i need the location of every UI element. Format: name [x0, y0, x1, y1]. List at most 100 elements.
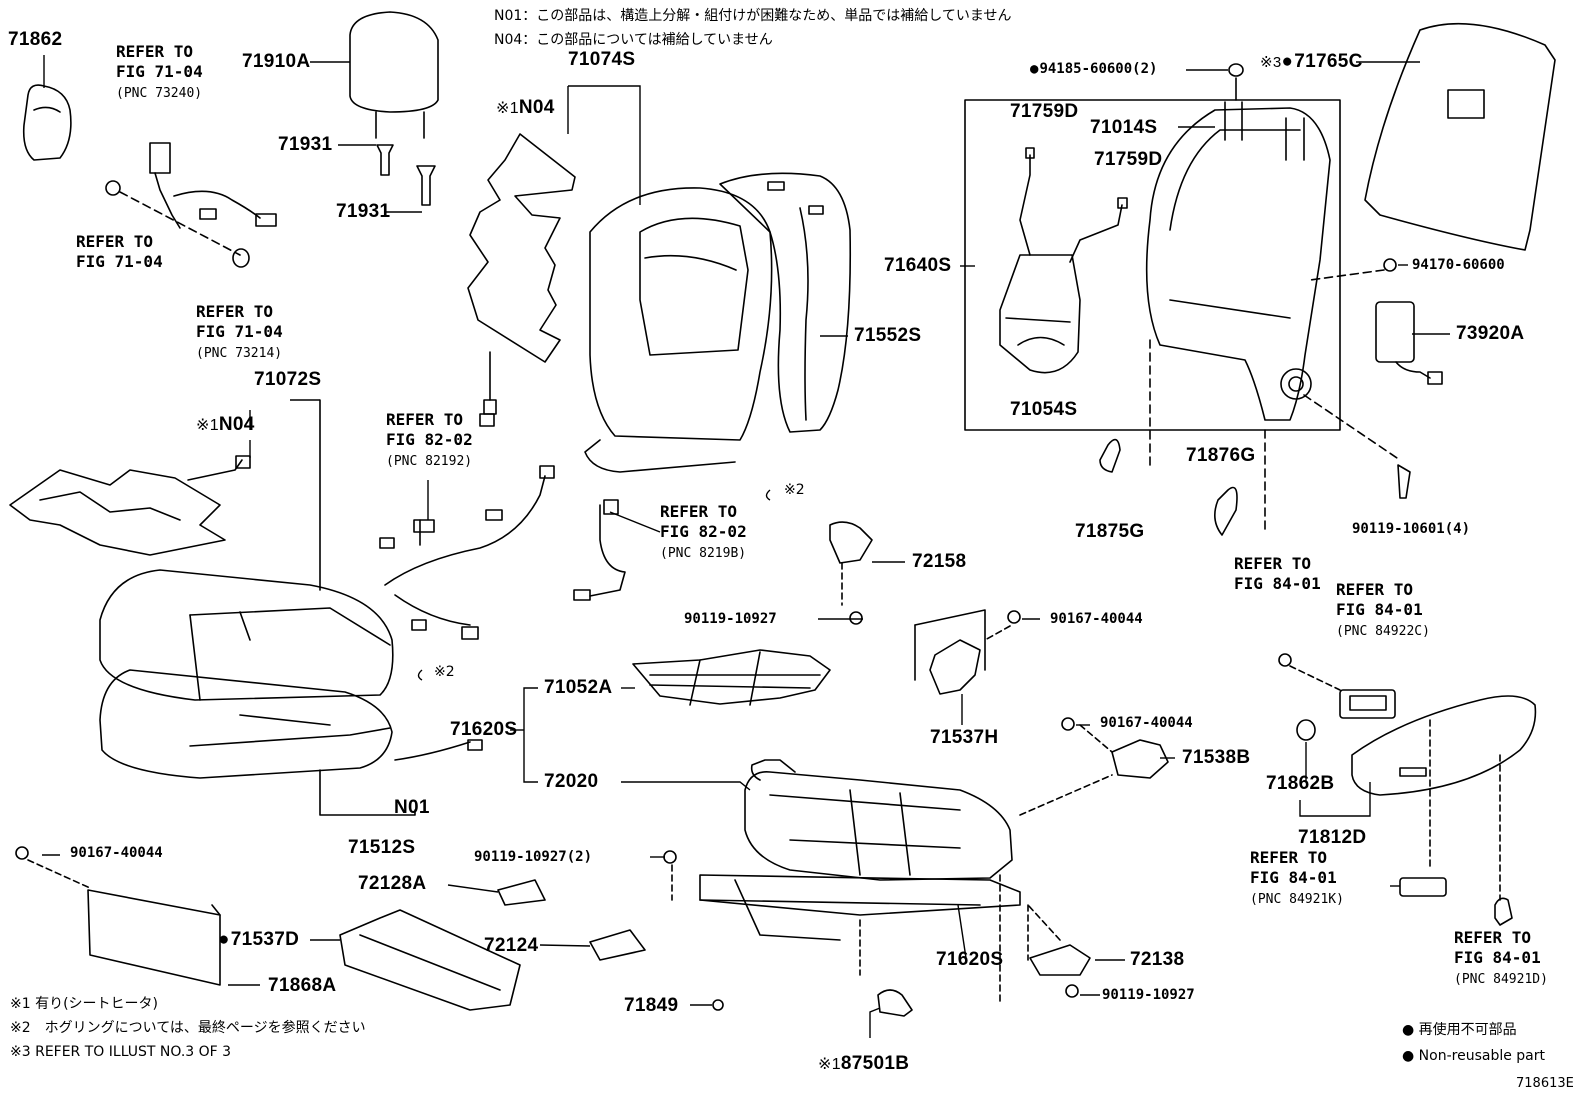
part-71052A-spring — [632, 649, 831, 705]
part-label-71862[interactable]: 71862 — [8, 29, 63, 50]
part-71812D-side-shield — [1351, 695, 1537, 796]
part-label-71931-upper[interactable]: 71931 — [278, 134, 333, 155]
part-71765C-back-board — [1364, 22, 1556, 251]
part-label-71868A[interactable]: 71868A — [268, 975, 337, 996]
part-71931-guide-upper — [376, 144, 394, 176]
part-label-94170-60600[interactable]: 94170-60600 — [1412, 257, 1505, 273]
part-label-72124[interactable]: 72124 — [484, 935, 539, 956]
part-label-72138[interactable]: 72138 — [1130, 949, 1185, 970]
legend-item-ja: ● 再使用不可部品 — [1402, 1022, 1517, 1038]
part-label-71765C[interactable]: ※371765C — [1260, 51, 1363, 73]
note-n04: N04：この部品については補給していません — [494, 32, 773, 48]
part-label-71552S[interactable]: 71552S — [854, 325, 922, 346]
part-label-71910A[interactable]: 71910A — [242, 51, 311, 72]
note-n01: N01：この部品は、構造上分解・組付けが困難なため、単品では補給していません — [494, 8, 1012, 24]
part-label-71620S-a[interactable]: 71620S — [450, 719, 518, 740]
part-seat-cushion-pad — [99, 569, 394, 701]
part-label-71072S[interactable]: 71072S — [254, 369, 322, 390]
reference-callout[interactable]: REFER TO FIG 84-01 (PNC 84921K) — [1250, 848, 1344, 907]
part-label-71537D[interactable]: 71537D — [218, 930, 299, 950]
part-71537D-front-cover — [339, 909, 521, 1011]
part-71910A-headrest — [349, 11, 439, 113]
reference-callout[interactable]: REFER TO FIG 82-02 (PNC 82192) — [386, 410, 473, 469]
part-label-71512S[interactable]: 71512S — [348, 837, 416, 858]
part-label-72128A[interactable]: 72128A — [358, 873, 427, 894]
part-bolt — [105, 180, 121, 196]
part-label-N04-seat[interactable]: ※1N04 — [196, 414, 255, 435]
part-71537H-bracket — [929, 639, 981, 695]
reference-callout[interactable]: REFER TO FIG 82-02 (PNC 8219B) — [660, 502, 747, 561]
part-label-71759D-a[interactable]: 71759D — [1010, 101, 1079, 122]
part-label-72158[interactable]: 72158 — [912, 551, 967, 572]
illustration-number: 718613E — [1516, 1076, 1574, 1091]
part-71054S-lumbar-support — [999, 254, 1081, 374]
footnote-3: ※3 REFER TO ILLUST NO.3 OF 3 — [10, 1044, 232, 1060]
part-71552S-seatback-cover — [719, 172, 852, 433]
part-label-94185-60600[interactable]: 94185-60600(2) — [1030, 62, 1157, 77]
part-label-71054S[interactable]: 71054S — [1010, 399, 1078, 420]
part-label-N01[interactable]: N01 — [394, 797, 430, 818]
hog-ring-note-lower: ※2 — [434, 664, 455, 680]
reference-callout[interactable]: REFER TO FIG 84-01 (PNC 84922C) — [1336, 580, 1430, 639]
footnote-1: ※1 有り(シートヒータ) — [10, 996, 159, 1012]
reference-callout[interactable]: REFER TO FIG 84-01 (PNC 84921D) — [1454, 928, 1548, 987]
part-label-72020[interactable]: 72020 — [544, 771, 599, 792]
part-label-87501B[interactable]: ※187501B — [818, 1053, 910, 1074]
part-87501B-heater-switch — [877, 989, 913, 1017]
legend-item-en: ● Non-reusable part — [1402, 1048, 1545, 1064]
part-72158-cover — [829, 521, 873, 564]
part-label-71812D[interactable]: 71812D — [1298, 827, 1367, 848]
part-71931-guide-lower — [416, 165, 436, 206]
part-72020-seat-frame — [744, 771, 1013, 881]
reference-callout[interactable]: REFER TO FIG 71-04 — [76, 232, 163, 271]
part-label-71875G[interactable]: 71875G — [1075, 521, 1145, 542]
leader-lines — [42, 55, 1450, 1038]
footnote-2: ※2 ホグリングについては、最終ページを参照ください — [10, 1020, 366, 1036]
part-71868A-front-cover — [87, 889, 221, 986]
part-71014S-seatback-frame — [1145, 107, 1331, 421]
hog-ring-note-upper: ※2 — [784, 482, 805, 498]
part-71512S-seat-cushion-cover — [99, 669, 393, 779]
part-seat-harness — [384, 475, 546, 586]
part-71875G-cover — [1099, 438, 1121, 473]
part-72124-cover — [589, 929, 646, 961]
part-label-71640S[interactable]: 71640S — [884, 255, 952, 276]
part-84921K-knob — [1399, 877, 1447, 897]
part-73920A-module — [1375, 301, 1415, 363]
part-label-71862B[interactable]: 71862B — [1266, 773, 1335, 794]
seatback-frame-group-box — [964, 99, 1341, 431]
part-label-90119-10927-a[interactable]: 90119-10927 — [684, 611, 777, 627]
part-label-90167-40044-b[interactable]: 90167-40044 — [1100, 715, 1193, 731]
part-seatback-cushion — [589, 187, 773, 441]
part-belt-cover — [232, 248, 250, 268]
part-label-71537H[interactable]: 71537H — [930, 727, 999, 748]
part-belt-buckle — [149, 142, 171, 174]
part-label-71014S[interactable]: 71014S — [1090, 117, 1158, 138]
part-label-71620S-b[interactable]: 71620S — [936, 949, 1004, 970]
part-label-73920A[interactable]: 73920A — [1456, 323, 1525, 344]
part-label-71759D-b[interactable]: 71759D — [1094, 149, 1163, 170]
part-label-90167-40044-c[interactable]: 90167-40044 — [70, 845, 163, 861]
part-label-N04-back[interactable]: ※1N04 — [496, 97, 555, 118]
part-label-90119-10927-2[interactable]: 90119-10927(2) — [474, 849, 593, 865]
part-label-71931-lower[interactable]: 71931 — [336, 201, 391, 222]
part-label-90119-10601[interactable]: 90119-10601(4) — [1352, 521, 1471, 537]
part-84921D-knob — [1494, 897, 1513, 926]
part-N04-seatback-heater — [467, 133, 576, 363]
part-71538B-bracket — [1111, 739, 1169, 779]
reference-callout[interactable]: REFER TO FIG 84-01 — [1234, 554, 1321, 593]
part-71876G-cover — [1214, 486, 1238, 536]
part-label-71849[interactable]: 71849 — [624, 995, 679, 1016]
part-84922C-switch — [1339, 689, 1396, 719]
part-label-71876G[interactable]: 71876G — [1186, 445, 1256, 466]
part-label-90119-10927-b[interactable]: 90119-10927 — [1102, 987, 1195, 1003]
part-label-71074S[interactable]: 71074S — [568, 49, 636, 70]
part-label-71052A[interactable]: 71052A — [544, 677, 613, 698]
part-72128A-cover — [497, 879, 546, 906]
reference-callout[interactable]: REFER TO FIG 71-04 (PNC 73240) — [116, 42, 203, 101]
part-72138-cover — [1029, 944, 1091, 976]
part-label-71538B[interactable]: 71538B — [1182, 747, 1251, 768]
part-label-90167-40044-a[interactable]: 90167-40044 — [1050, 611, 1143, 627]
reference-callout[interactable]: REFER TO FIG 71-04 (PNC 73214) — [196, 302, 283, 361]
